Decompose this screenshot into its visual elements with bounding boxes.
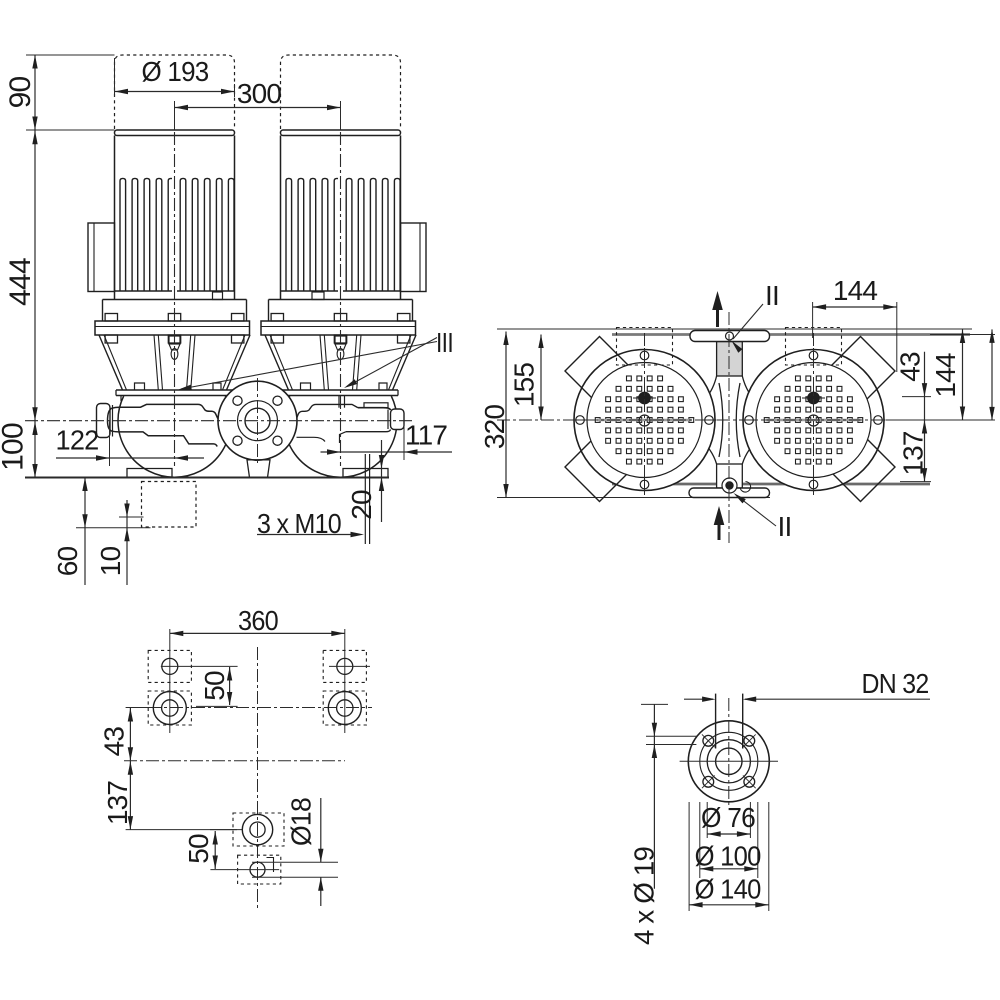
svg-text:43: 43: [895, 352, 926, 382]
svg-text:50: 50: [199, 671, 230, 701]
svg-text:Ø 76: Ø 76: [701, 802, 755, 833]
svg-text:DN 32: DN 32: [862, 668, 929, 699]
svg-text:144: 144: [833, 275, 878, 306]
svg-text:300: 300: [237, 78, 282, 109]
svg-text:3 x M10: 3 x M10: [257, 508, 341, 539]
svg-text:Ø 140: Ø 140: [695, 874, 761, 905]
svg-text:100: 100: [0, 423, 30, 471]
svg-text:43: 43: [99, 727, 130, 757]
svg-text:II: II: [778, 511, 792, 542]
svg-text:360: 360: [238, 605, 278, 636]
svg-text:155: 155: [509, 363, 540, 408]
svg-text:II: II: [765, 280, 779, 311]
svg-text:20: 20: [346, 490, 377, 520]
svg-text:137: 137: [898, 431, 929, 476]
svg-text:122: 122: [56, 425, 99, 456]
svg-text:Ø 100: Ø 100: [695, 841, 761, 872]
svg-text:Ø 193: Ø 193: [142, 56, 209, 87]
svg-text:4 x Ø 19: 4 x Ø 19: [629, 847, 660, 945]
svg-text:144: 144: [930, 353, 961, 398]
svg-text:117: 117: [405, 420, 447, 451]
svg-text:50: 50: [183, 834, 214, 864]
svg-text:444: 444: [4, 258, 37, 306]
svg-text:90: 90: [4, 77, 37, 109]
svg-text:320: 320: [479, 405, 510, 450]
svg-text:10: 10: [95, 547, 126, 577]
svg-text:137: 137: [102, 781, 133, 826]
svg-text:Ø18: Ø18: [286, 798, 317, 846]
svg-text:60: 60: [52, 547, 83, 577]
svg-text:III: III: [436, 327, 453, 358]
